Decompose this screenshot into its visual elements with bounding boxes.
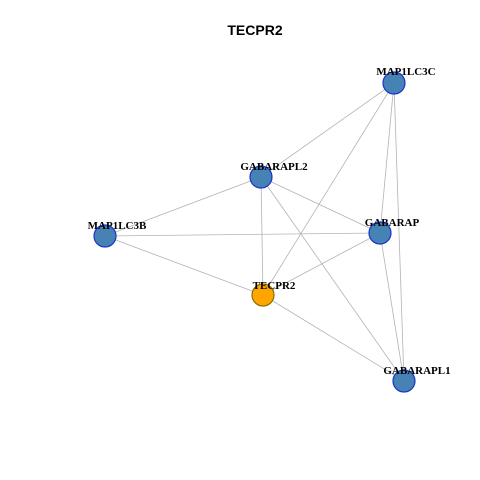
edge-gabarapl2-gabarap — [260, 176, 381, 234]
node-map1lc3c — [382, 71, 406, 95]
node-tecpr2 — [251, 283, 275, 307]
node-gabarapl2 — [249, 165, 273, 189]
node-layer — [93, 71, 416, 393]
node-label-gabarapl1: GABARAPL1 — [383, 365, 450, 377]
node-label-gabarapl2: GABARAPL2 — [240, 161, 308, 173]
edge-map1lc3c-gabarapl1 — [393, 82, 405, 382]
edge-map1lc3b-tecpr2 — [104, 235, 264, 296]
edge-map1lc3c-gabarapl2 — [260, 82, 395, 178]
graph-title: TECPR2 — [227, 22, 282, 38]
edge-gabarapl2-map1lc3b — [104, 176, 262, 237]
edge-gabarapl2-tecpr2 — [260, 176, 264, 296]
node-gabarapl1 — [392, 369, 416, 393]
node-label-map1lc3c: MAP1LC3C — [376, 66, 435, 78]
edge-gabarap-tecpr2 — [262, 232, 381, 296]
node-label-gabarap: GABARAP — [365, 217, 420, 229]
edge-tecpr2-gabarapl1 — [262, 294, 405, 382]
edge-gabarapl2-gabarapl1 — [260, 176, 405, 382]
edge-layer — [104, 82, 405, 382]
edge-map1lc3c-gabarap — [379, 82, 395, 234]
node-label-map1lc3b: MAP1LC3B — [88, 220, 147, 232]
node-label-tecpr2: TECPR2 — [253, 280, 296, 292]
edge-gabarap-gabarapl1 — [379, 232, 405, 382]
node-gabarap — [368, 221, 392, 245]
edge-map1lc3c-tecpr2 — [262, 82, 395, 296]
node-map1lc3b — [93, 224, 117, 248]
edge-map1lc3b-gabarap — [104, 232, 381, 237]
